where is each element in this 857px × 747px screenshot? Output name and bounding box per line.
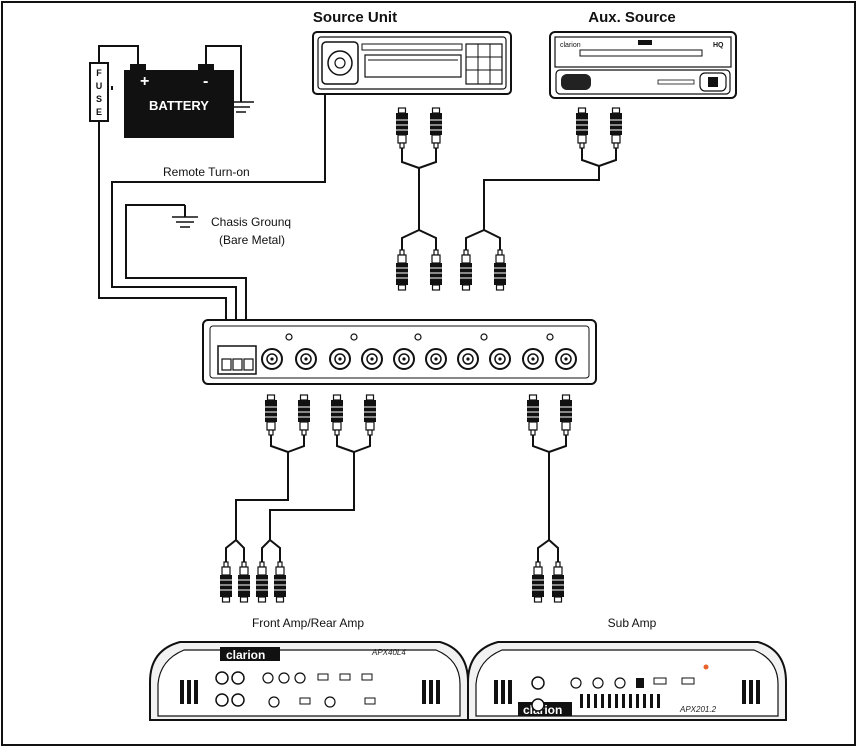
rca-crossover-to-sub-amp (526, 394, 573, 603)
rca-crossover-to-front-rear-amp (219, 394, 377, 603)
fuse-letter-u: U (96, 81, 103, 91)
fuse-letter-f: F (96, 68, 102, 78)
fuse-letter-e: E (96, 107, 102, 117)
battery-plus: + (140, 73, 149, 90)
battery-minus: - (203, 73, 208, 90)
amp1-brand: clarion (226, 648, 265, 662)
front-rear-amplifier: clarion APX40L4 (149, 641, 469, 721)
crossover-unit (202, 319, 597, 385)
fuse-letter-s: S (96, 94, 102, 104)
amp1-model: APX40L4 (371, 648, 406, 657)
aux-source-device: clarion HQ (549, 31, 737, 99)
bare-metal-label: (Bare Metal) (219, 233, 285, 247)
aux-brand: clarion (560, 42, 581, 49)
amp2-model: APX201.2 (679, 705, 717, 714)
rca-aux-to-crossover (459, 107, 623, 291)
chassis-ground-wire (125, 204, 247, 360)
source-unit-title: Source Unit (313, 9, 397, 26)
source-unit-device (312, 31, 512, 95)
battery-label: BATTERY (149, 98, 209, 113)
remote-turn-on-wire (111, 94, 326, 360)
fuse: F U S E (89, 62, 109, 122)
front-rear-amp-label: Front Amp/Rear Amp (252, 616, 364, 630)
battery: + - BATTERY (124, 64, 234, 138)
aux-hq: HQ (713, 42, 724, 49)
rca-source-to-crossover (395, 107, 443, 291)
aux-source-title: Aux. Source (588, 9, 676, 26)
chassis-ground-label: Chasis Grounq (211, 215, 291, 229)
remote-turn-on-label: Remote Turn-on (163, 165, 250, 179)
sub-amp-label: Sub Amp (608, 616, 657, 630)
sub-amplifier: clarion APX201.2 (467, 641, 787, 721)
